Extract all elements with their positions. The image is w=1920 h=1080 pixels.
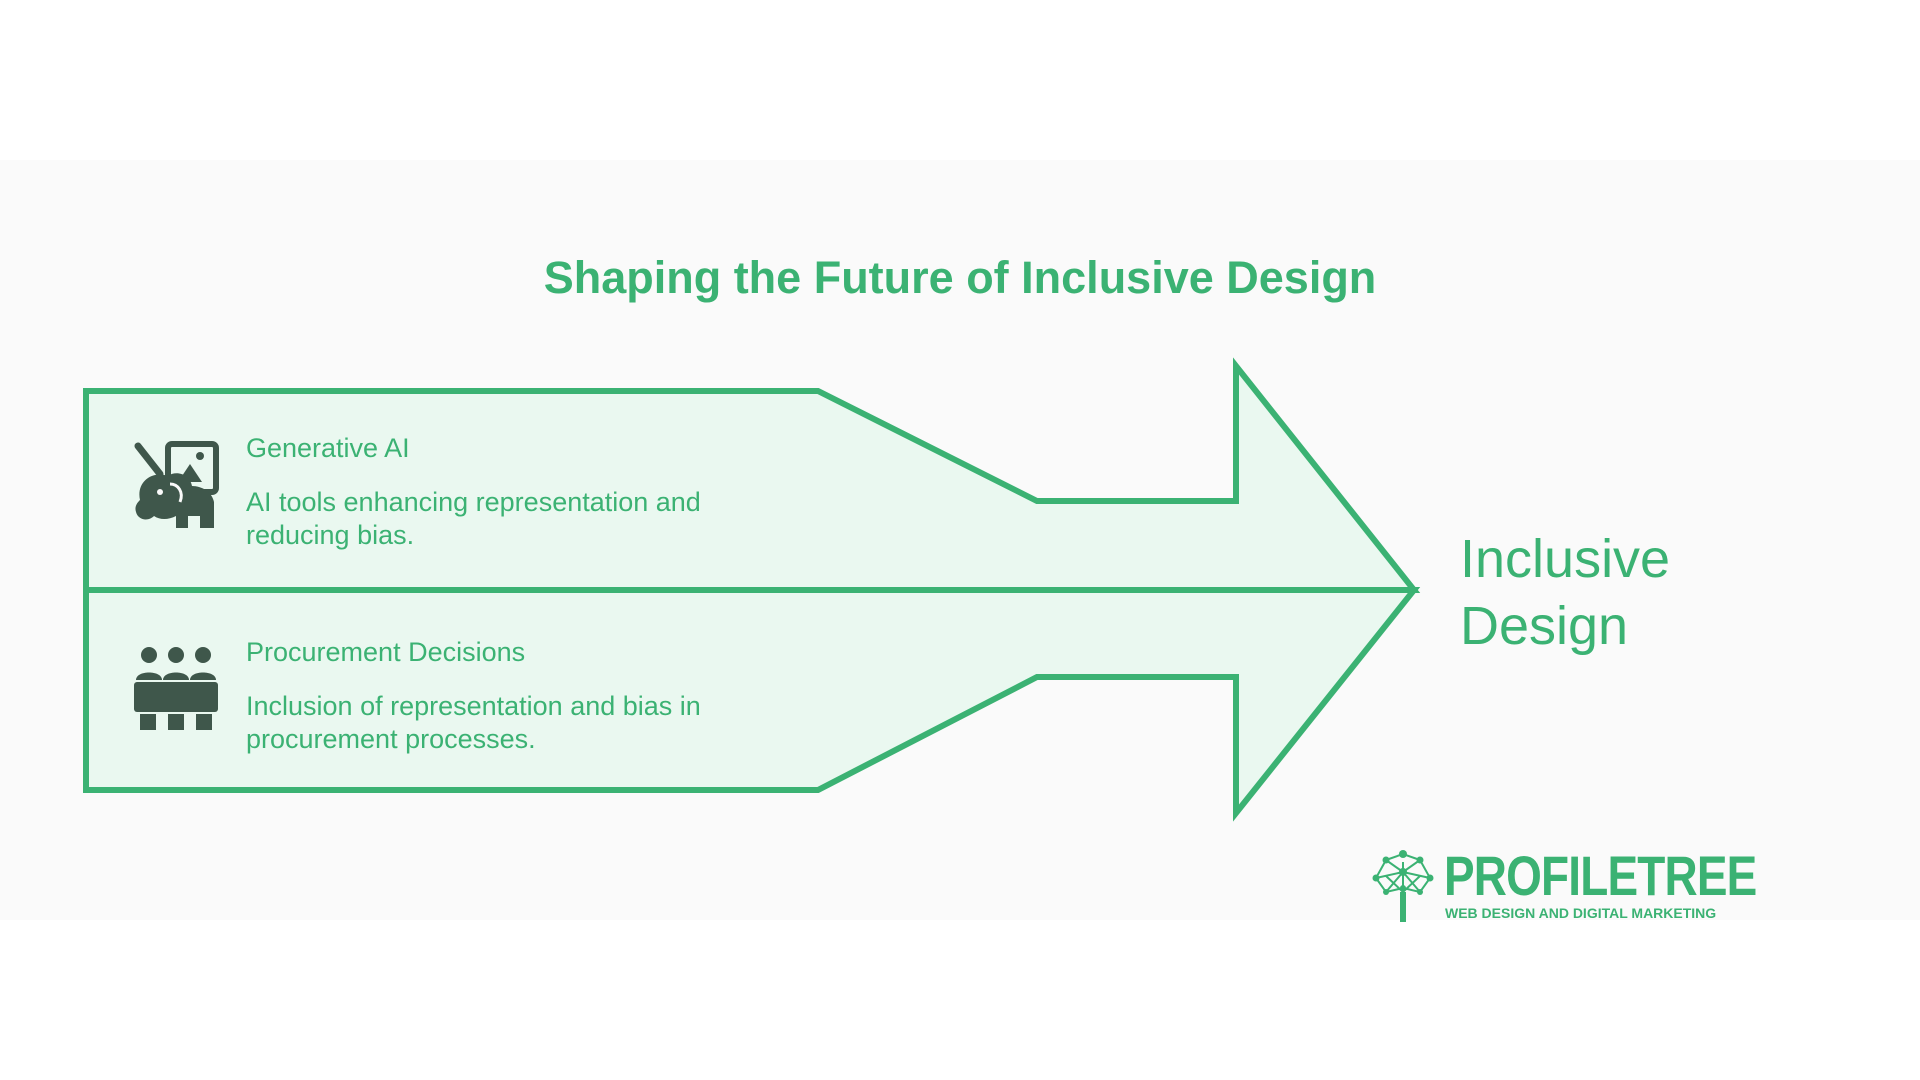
arrow-segment-generative-ai xyxy=(83,357,1421,593)
meeting-table-people-icon xyxy=(132,644,220,732)
elephant-painting-icon xyxy=(130,440,222,532)
target-label: Inclusive Design xyxy=(1460,526,1760,660)
tree-network-icon xyxy=(1372,850,1434,922)
item-description-generative-ai: AI tools enhancing representation and re… xyxy=(246,487,701,550)
logo-tagline: WEB DESIGN AND DIGITAL MARKETING xyxy=(1445,905,1717,921)
arrow-segment-procurement xyxy=(83,587,1421,822)
item-description-procurement: Inclusion of representation and bias in … xyxy=(246,691,701,754)
profiletree-logo: PROFILETREE WEB DESIGN AND DIGITAL MARKE… xyxy=(1368,846,1757,926)
item-title-procurement: Procurement Decisions xyxy=(246,637,526,667)
diagram-title: Shaping the Future of Inclusive Design xyxy=(543,252,1377,303)
target-label-line1: Inclusive xyxy=(1460,529,1671,589)
item-title-generative-ai: Generative AI xyxy=(246,433,410,463)
target-label-line2: Design xyxy=(1460,596,1629,656)
logo-wordmark: PROFILETREE xyxy=(1444,844,1757,907)
